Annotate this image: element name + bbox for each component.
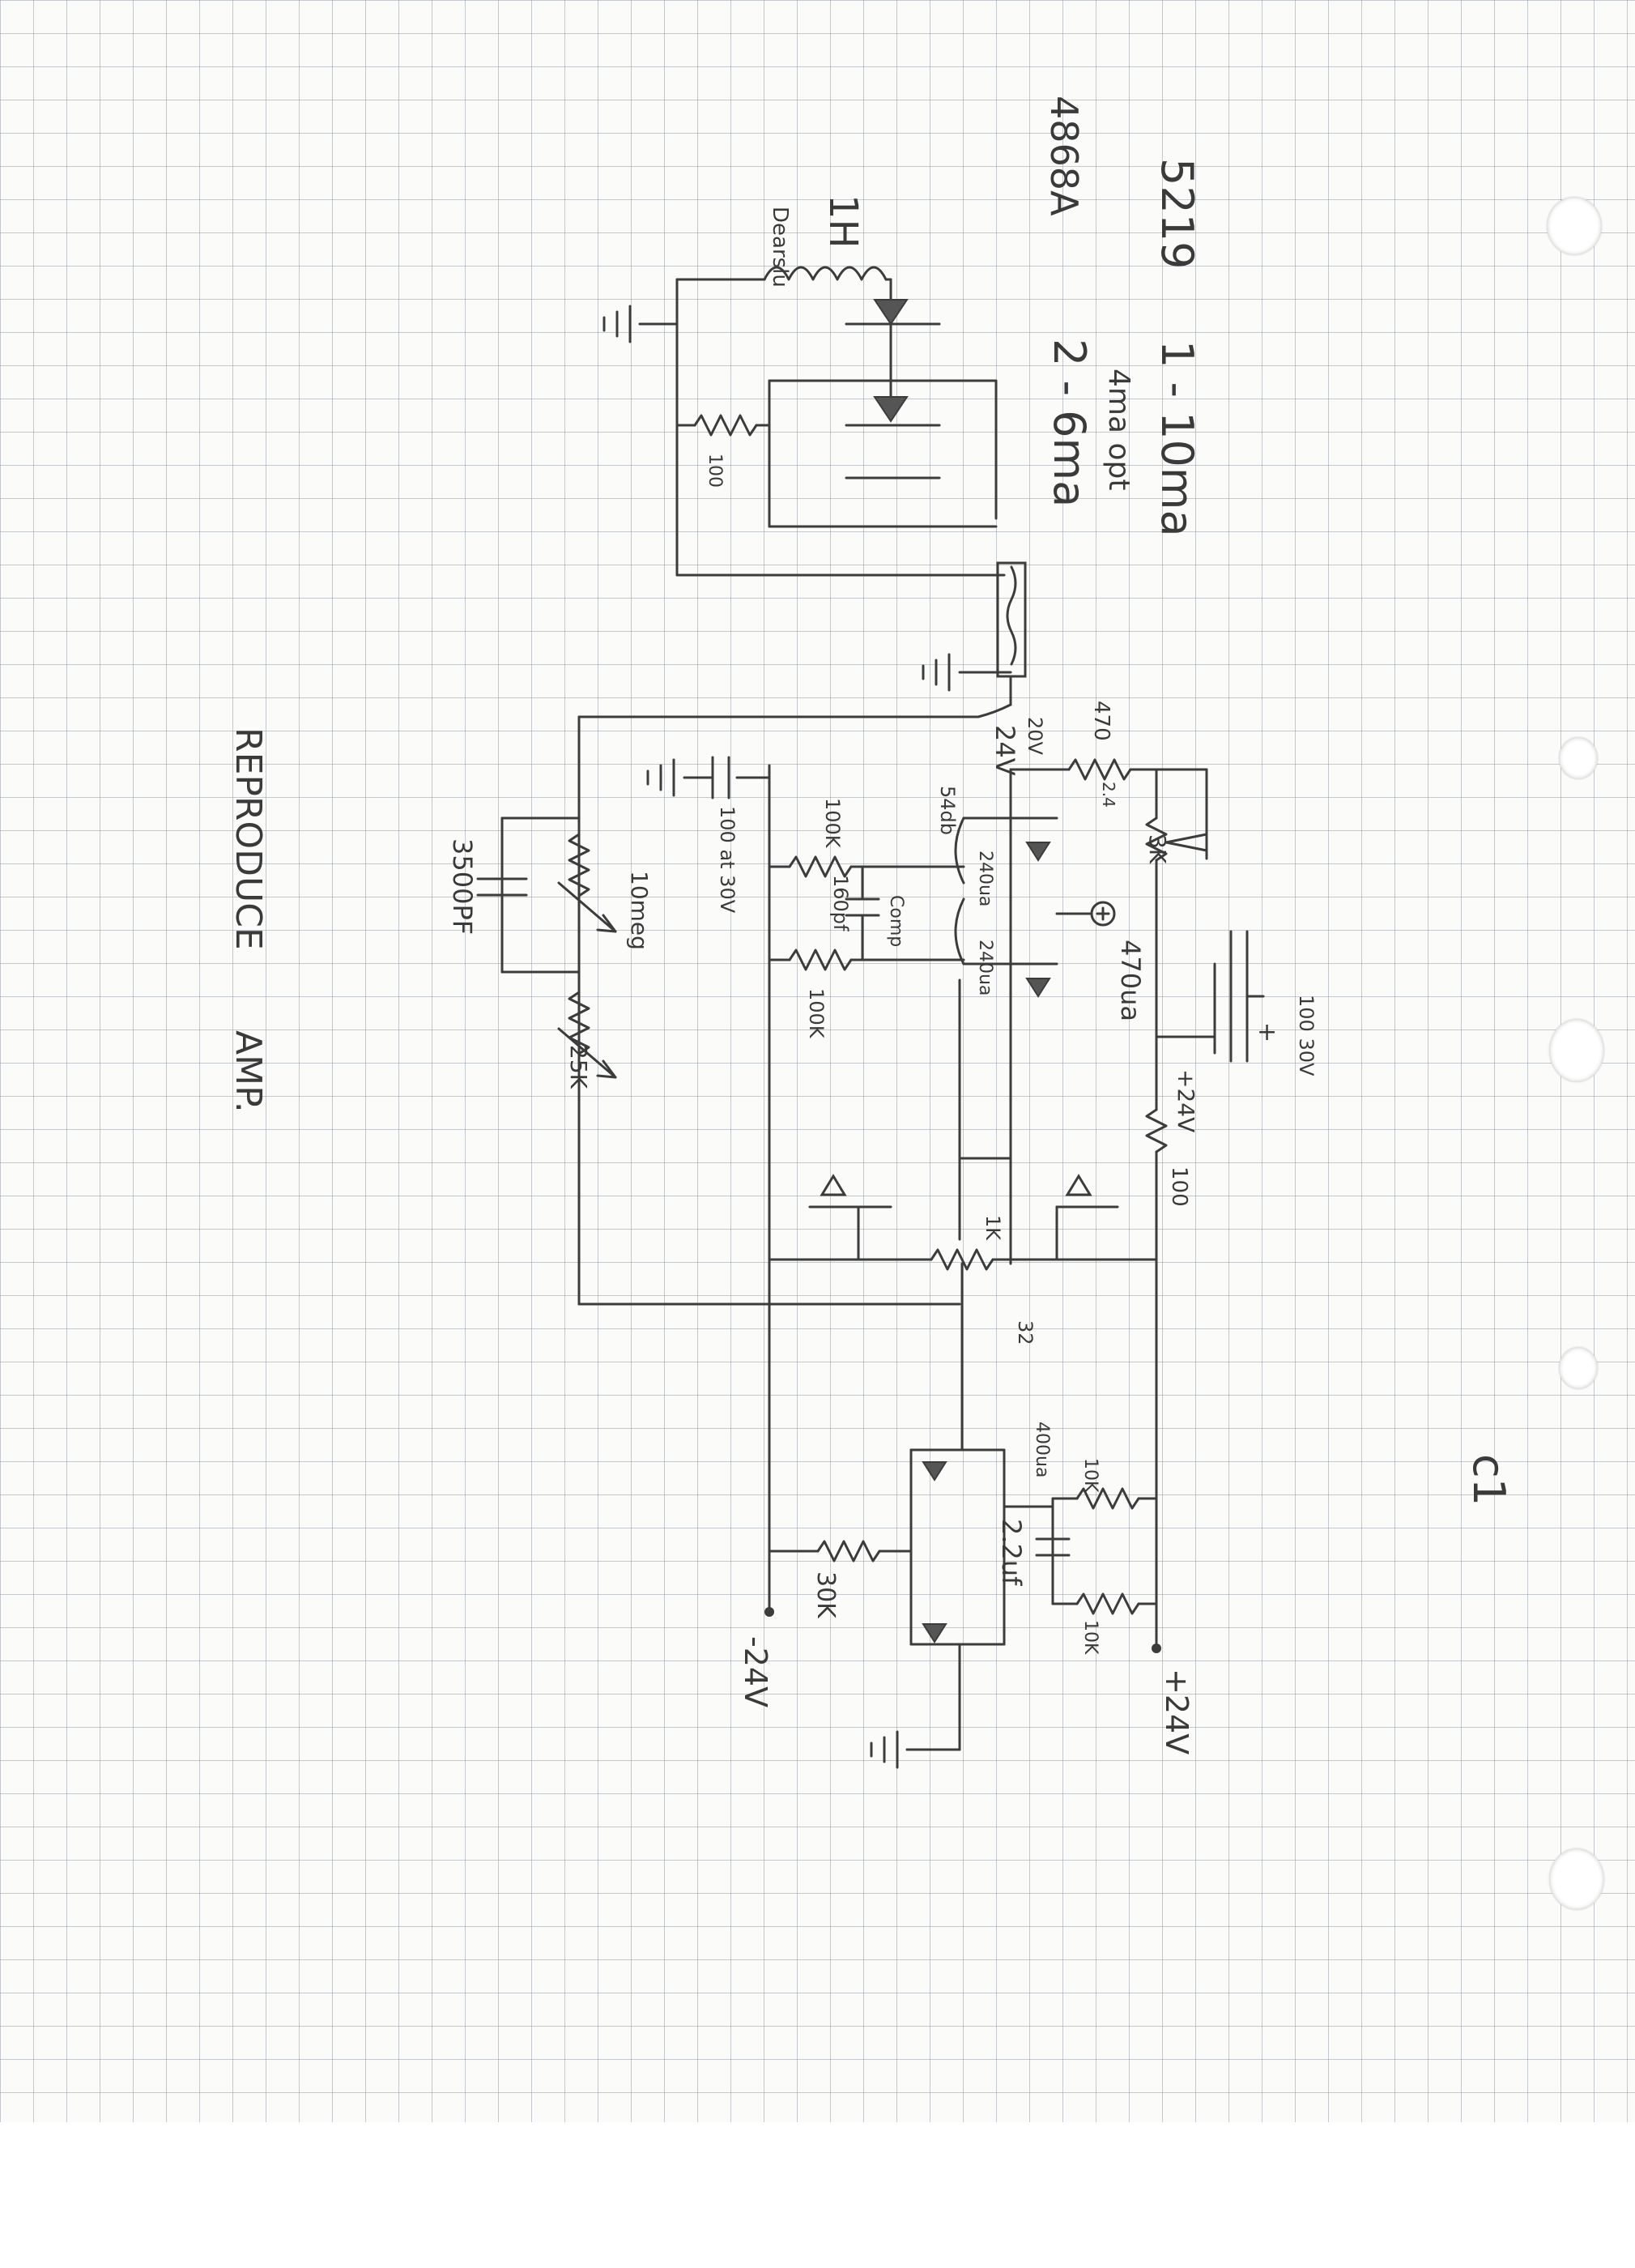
second-stage: 1K 32 bbox=[768, 978, 1158, 1609]
feedback-network: 100 at 30V 100K 100K 160pf Comp bbox=[646, 756, 965, 1314]
cap-2-2-label: 2.2uf bbox=[996, 1519, 1027, 1586]
r-100-supply-label: 100 bbox=[1167, 1166, 1191, 1207]
pot-wiper-3k bbox=[1165, 833, 1208, 852]
r-100k-a-label: 100K bbox=[821, 798, 844, 849]
cap-plus: + bbox=[1257, 1018, 1277, 1047]
binder-hole-5 bbox=[1549, 1848, 1604, 1910]
r-10k-b-label: 10K bbox=[1080, 1620, 1101, 1655]
r-470-label: 470 bbox=[1089, 701, 1113, 741]
transistor-q1-emitter bbox=[1025, 842, 1051, 862]
reproduce-amp-schematic: 5219 1 - 10ma 4ma opt 4868A 2 - 6ma 1H D… bbox=[228, 96, 1514, 1769]
input-network: 100 bbox=[577, 266, 1027, 718]
pot-10meg-label: 10meg bbox=[626, 871, 653, 950]
mid-voltage-label: 24V bbox=[990, 725, 1020, 776]
output-stage: 400ua 10K 10K 2.2uf +24V 30K -24V bbox=[738, 1262, 1194, 1769]
supply-pos-label: +24V bbox=[1159, 1669, 1194, 1754]
part-2-label: 4868A bbox=[1042, 96, 1086, 216]
part-1-note: 4ma opt bbox=[1102, 369, 1135, 490]
tone-control: 3500PF 10meg 25K bbox=[447, 715, 961, 1306]
r-3-2-label: 32 bbox=[1014, 1320, 1037, 1345]
supply-neg-terminal bbox=[764, 1607, 774, 1617]
transistor-q3-emitter bbox=[820, 1174, 847, 1196]
transistor-q2-emitter bbox=[1025, 978, 1051, 998]
title-line-2: AMP. bbox=[228, 1030, 269, 1113]
graph-paper-sheet bbox=[0, 0, 1635, 2122]
part-1-label: 5219 bbox=[1152, 158, 1203, 269]
binder-hole-3 bbox=[1549, 1019, 1604, 1082]
binder-hole-1 bbox=[1547, 197, 1602, 255]
r-470-note: 2.4 bbox=[1099, 782, 1118, 808]
inductor-label: 1H bbox=[820, 194, 866, 249]
plus-24-mid-label: +24V bbox=[1173, 1069, 1199, 1132]
r-100k-b-label: 100K bbox=[805, 988, 828, 1039]
tape-head bbox=[996, 561, 1027, 678]
current-400-label: 400ua bbox=[1032, 1422, 1052, 1477]
page-label: c1 bbox=[1463, 1454, 1514, 1506]
part-1-current: 1 - 10ma bbox=[1152, 340, 1203, 537]
inductor-note: Dearslu bbox=[768, 207, 792, 288]
diode-1 bbox=[873, 299, 909, 326]
supply-pos-terminal bbox=[1152, 1643, 1161, 1653]
r-30k-label: 30K bbox=[811, 1571, 840, 1619]
cap-100-30v-label: 100 30V bbox=[1295, 995, 1318, 1076]
r-10k-a-label: 10K bbox=[1080, 1458, 1101, 1493]
scan-margin bbox=[0, 2122, 1635, 2268]
binder-hole-2 bbox=[1559, 737, 1598, 779]
r-100-head-label: 100 bbox=[705, 454, 725, 488]
diode-2 bbox=[873, 396, 909, 423]
cap-160pf-label: 160pf bbox=[829, 875, 852, 932]
cap-100-30v-gnd-label: 100 at 30V bbox=[716, 806, 739, 914]
gain-db-label: 54db bbox=[936, 786, 959, 835]
current-470-label: 470ua bbox=[1115, 940, 1146, 1021]
current-240-b-label: 240ua bbox=[975, 940, 995, 995]
transistor-q5-emitter bbox=[922, 1461, 947, 1481]
r-3k-label: 3K bbox=[1144, 834, 1171, 864]
head-voltage-label: 20V bbox=[1024, 717, 1046, 756]
cap-comp-label: Comp bbox=[886, 895, 906, 947]
first-stage: 470ua 54db 240ua 240ua bbox=[936, 768, 1146, 1176]
transistor-q4-emitter bbox=[1065, 1174, 1092, 1196]
pot-25k-label: 25K bbox=[565, 1045, 592, 1089]
supply-neg-label: -24V bbox=[738, 1636, 773, 1707]
cap-3500pf-label: 3500PF bbox=[447, 838, 478, 935]
upper-supply: 470 2.4 3K + 100 30V +24V 100 bbox=[1009, 701, 1318, 1265]
r-1k-label: 1K bbox=[981, 1215, 1004, 1241]
binder-hole-4 bbox=[1559, 1347, 1598, 1389]
transistor-q6-emitter bbox=[922, 1623, 947, 1643]
part-2-current: 2 - 6ma bbox=[1044, 339, 1095, 507]
title-line-1: REPRODUCE bbox=[228, 727, 269, 950]
current-240-a-label: 240ua bbox=[975, 850, 995, 906]
